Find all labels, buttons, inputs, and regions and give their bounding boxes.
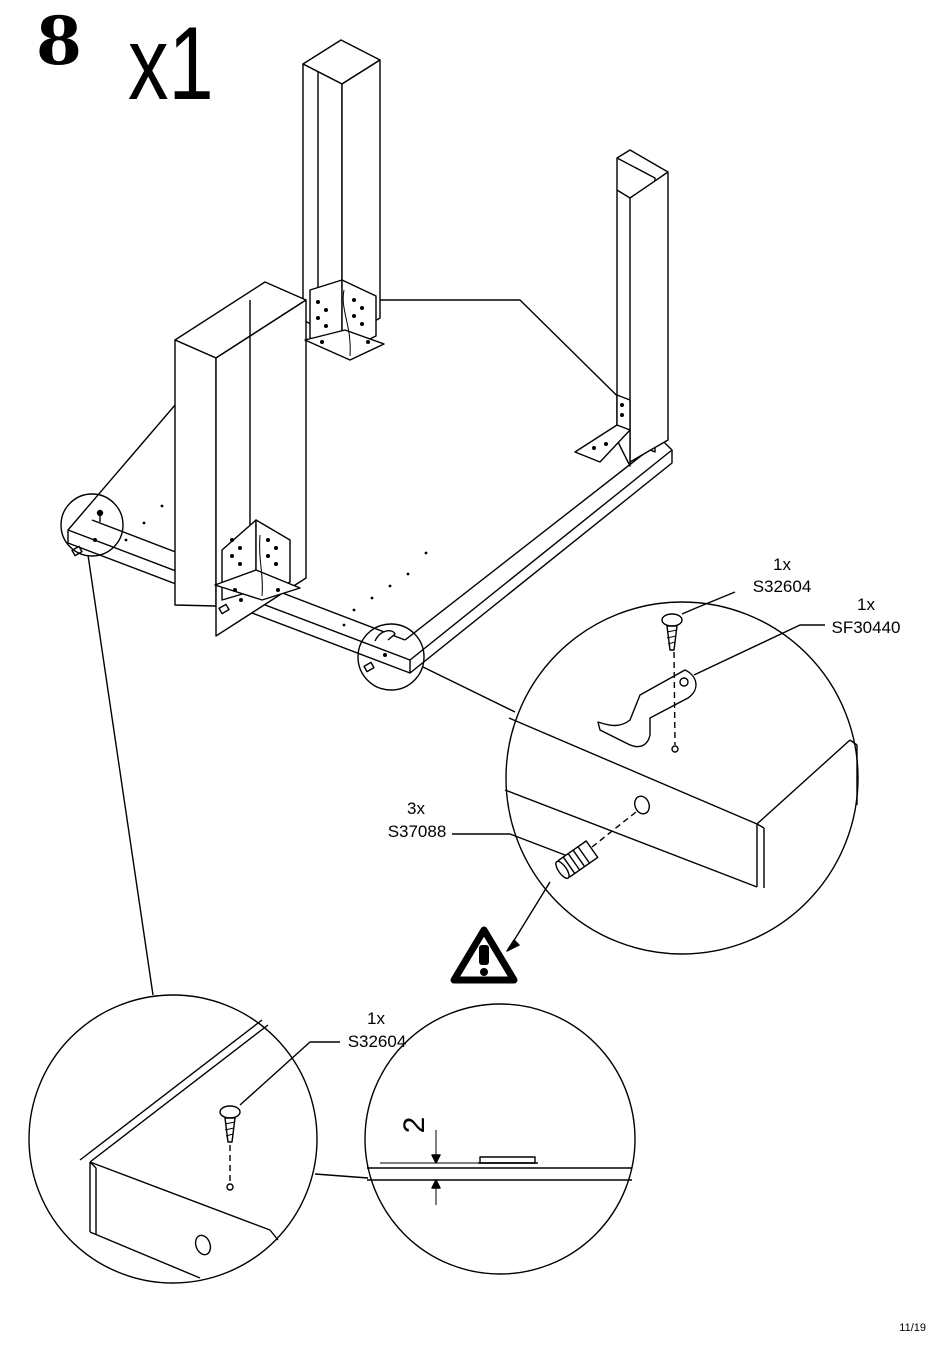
callout-hook-code: SF30440: [818, 618, 914, 638]
warning-triangle-icon: [454, 930, 514, 980]
detail-circle-right: [505, 602, 858, 954]
dimension-value: 2: [400, 1108, 430, 1142]
page-number: 11/19: [899, 1322, 926, 1334]
callout-screw-bottom-qty: 1x: [346, 1009, 406, 1029]
connector-line-right: [423, 667, 515, 712]
base-board: [68, 300, 672, 673]
callout-dowel-code: S37088: [373, 822, 461, 842]
callout-screw-bottom-code: S32604: [333, 1032, 421, 1052]
callout-screw-top-code: S32604: [738, 577, 826, 597]
callout-dowel-qty: 3x: [386, 799, 446, 819]
connector-line-bottom: [315, 1174, 368, 1178]
callout-screw-top-qty: 1x: [752, 555, 812, 575]
detail-circle-bottom-left: [29, 995, 317, 1283]
connector-line-left: [88, 555, 153, 995]
callout-hook-qty: 1x: [836, 595, 896, 615]
